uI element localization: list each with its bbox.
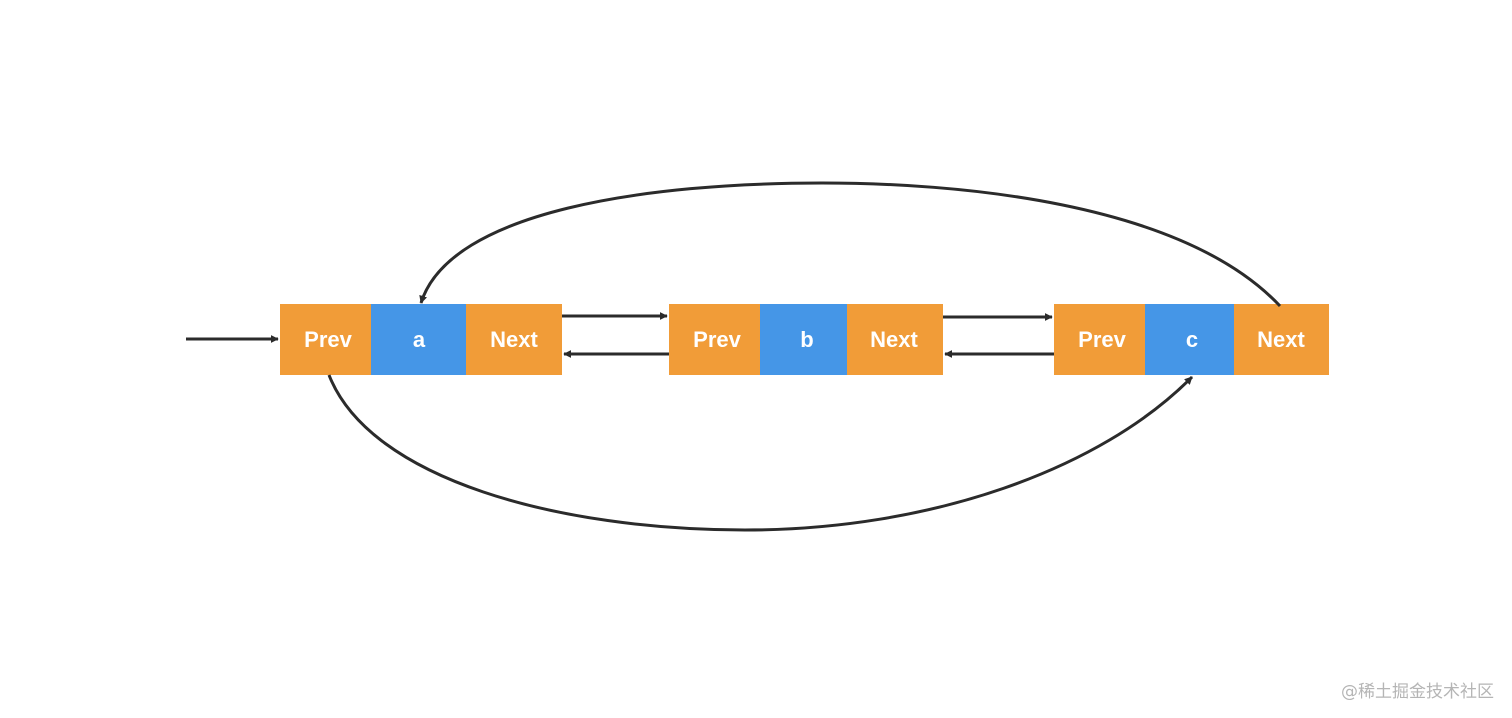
- node-a-prev-label: Prev: [304, 327, 352, 352]
- node-a-next-label: Next: [490, 327, 538, 352]
- node-b-prev-label: Prev: [693, 327, 741, 352]
- a-prev-to-c-curve-arrow: [327, 374, 1194, 532]
- watermark: @稀土掘金技术社区: [1341, 682, 1494, 702]
- node-c-next-cell: [1234, 304, 1329, 375]
- node-a-value-label: a: [413, 327, 426, 352]
- node-c-next-label: Next: [1257, 327, 1305, 352]
- node-c: Prev c Next: [1054, 304, 1329, 375]
- node-b-next-cell: [847, 304, 943, 375]
- node-b: Prev b Next: [669, 304, 943, 375]
- node-c-value-cell: [1145, 304, 1234, 375]
- node-a-next-cell: [466, 304, 562, 375]
- node-c-prev-cell: [1054, 304, 1145, 375]
- node-a: Prev a Next: [280, 304, 562, 375]
- node-b-next-label: Next: [870, 327, 918, 352]
- node-c-prev-label: Prev: [1078, 327, 1126, 352]
- node-b-prev-cell: [669, 304, 760, 375]
- node-a-prev-cell: [280, 304, 371, 375]
- node-c-value-label: c: [1186, 327, 1198, 352]
- node-b-value-cell: [760, 304, 847, 375]
- c-next-to-a-curve-arrow: [419, 181, 1282, 308]
- node-b-value-label: b: [800, 327, 813, 352]
- node-a-value-cell: [371, 304, 466, 375]
